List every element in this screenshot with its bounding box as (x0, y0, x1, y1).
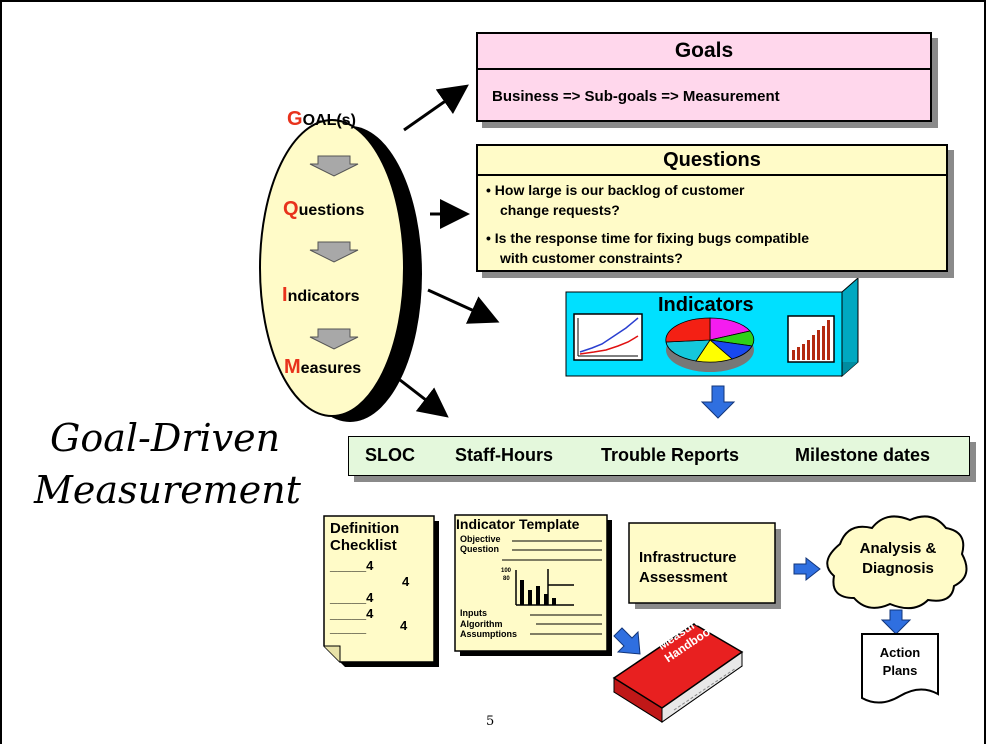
infrastructure-label: Infrastructure Assessment (639, 548, 737, 588)
checklist-title: Definition Checklist (330, 520, 399, 554)
template-objective: Objective (460, 534, 501, 544)
infrastructure-line-2: Assessment (639, 569, 728, 586)
arrow-to-goals (403, 84, 469, 132)
template-title: Indicator Template (456, 516, 580, 532)
question-2-line-2: with customer constraints? (500, 250, 683, 266)
blue-down-arrow-icon (700, 385, 736, 419)
infrastructure-line-1: Infrastructure (639, 549, 737, 566)
gqim-ellipse (259, 119, 405, 417)
goals-box: Goals Business => Sub-goals => Measureme… (476, 32, 932, 122)
bar-chart-icon (787, 315, 835, 363)
question-1-line-2: change requests? (500, 202, 620, 218)
measure-sloc: SLOC (365, 445, 416, 465)
checklist-mark: _____4 (330, 590, 374, 605)
measure-milestone-dates: Milestone dates (795, 445, 931, 465)
checklist-mark: _____4 (330, 558, 374, 573)
question-2-line-1: • Is the response time for fixing bugs c… (486, 230, 810, 246)
down-arrow-icon (309, 241, 359, 263)
measure-trouble-reports: Trouble Reports (601, 445, 740, 465)
blue-right-arrow-icon (793, 556, 821, 582)
questions-box: Questions • How large is our backlog of … (476, 144, 948, 272)
template-axis-top: 100 (501, 568, 512, 574)
handbook-icon (612, 623, 744, 723)
pie-chart-icon (665, 317, 755, 372)
measure-staff-hours: Staff-Hours (455, 445, 553, 465)
title-line-1: Goal-Driven (50, 416, 281, 460)
checklist-page-icon (323, 515, 439, 667)
measures-stage-label: Measures (284, 356, 362, 378)
template-page-icon (454, 514, 612, 656)
goals-heading: Goals (478, 34, 930, 70)
template-inputs: Inputs (460, 608, 487, 618)
cloud-icon (826, 515, 968, 610)
page-number: 5 (486, 714, 495, 729)
action-plans-label: Action Plans (864, 644, 936, 680)
question-1-line-1: • How large is our backlog of customer (486, 182, 745, 198)
goal-stage-label: GOAL(s) (287, 108, 356, 130)
goals-text: Business => Sub-goals => Measurement (492, 88, 780, 105)
checklist-title-line-2: Checklist (330, 537, 397, 554)
questions-heading: Questions (478, 146, 946, 176)
analysis-label: Analysis & Diagnosis (848, 539, 948, 579)
measures-box: SLOC Staff-Hours Trouble Reports Milesto… (348, 436, 970, 476)
title-line-2: Measurement (34, 468, 301, 512)
blue-down-arrow-2-icon (880, 609, 912, 635)
down-arrow-icon (309, 155, 359, 177)
infrastructure-box (628, 522, 776, 604)
template-question: Question (460, 544, 500, 554)
arrow-to-measures (399, 378, 449, 418)
template-assumptions: Assumptions (460, 629, 518, 639)
analysis-line-2: Diagnosis (862, 560, 934, 577)
checklist-mark: _____4 (330, 606, 374, 621)
line-chart-icon (573, 313, 643, 361)
questions-stage-label: Questions (283, 198, 365, 220)
action-plans-line-1: Action (879, 645, 921, 660)
template-axis-mid: 80 (503, 576, 510, 582)
analysis-line-1: Analysis & (859, 540, 937, 557)
checklist-mark: 4 (400, 618, 408, 633)
template-algorithm: Algorithm (460, 619, 503, 629)
checklist-mark: _____ (330, 620, 367, 635)
action-plans-shape (861, 633, 939, 704)
indicators-stage-label: Indicators (282, 284, 360, 306)
arrow-to-indicators (427, 288, 500, 324)
checklist-title-line-1: Definition (330, 520, 400, 537)
indicators-heading: Indicators (658, 294, 754, 316)
checklist-mark: 4 (402, 574, 410, 589)
down-arrow-icon (309, 328, 359, 350)
indicators-box-side (841, 276, 859, 378)
blue-arrow-to-handbook-icon (613, 627, 641, 655)
action-plans-line-2: Plans (882, 663, 918, 678)
